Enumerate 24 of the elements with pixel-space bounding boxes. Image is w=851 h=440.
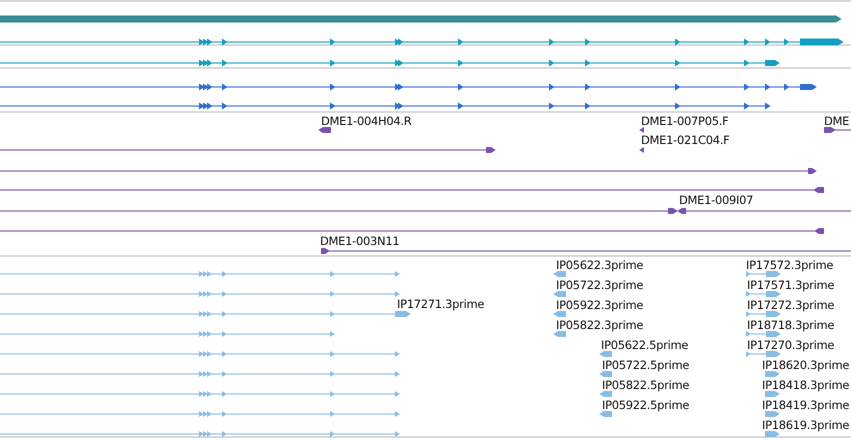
feature-label: IP17272.3prime bbox=[747, 298, 834, 312]
feature-label: IP05922.5prime bbox=[602, 398, 690, 412]
feature-label: IP05922.3prime bbox=[556, 298, 644, 312]
feature-label: DME1-007P05.F bbox=[641, 114, 728, 128]
feature-label: IP05622.3prime bbox=[556, 258, 644, 272]
feature-label: IP17571.3prime bbox=[747, 278, 834, 292]
feature-label: DME1-009I07 bbox=[679, 193, 754, 207]
feature-label: IP17572.3prime bbox=[746, 258, 834, 272]
feature-label: DME1-021C04.F bbox=[641, 133, 730, 147]
feature-label: IP18418.3prime bbox=[762, 378, 850, 392]
feature-label: IP05622.5prime bbox=[601, 338, 688, 352]
feature-label: IP18419.3prime bbox=[762, 398, 850, 412]
feature-label: IP05722.5prime bbox=[602, 358, 690, 372]
feature-label: IP17271.3prime bbox=[397, 297, 484, 311]
feature-label: DME bbox=[824, 114, 850, 128]
feature-label: IP18619.3prime bbox=[762, 418, 850, 432]
feature-label: IP05722.3prime bbox=[556, 278, 644, 292]
feature-label: IP18620.3prime bbox=[762, 358, 850, 372]
feature-label: DME1-004H04.R bbox=[321, 114, 412, 128]
feature-label: IP17270.3prime bbox=[747, 338, 834, 352]
feature-label: DME1-003N11 bbox=[320, 234, 400, 248]
feature-label: IP05822.3prime bbox=[556, 318, 644, 332]
feature-label: IP05822.5prime bbox=[602, 378, 690, 392]
feature-label: IP18718.3prime bbox=[747, 318, 834, 332]
